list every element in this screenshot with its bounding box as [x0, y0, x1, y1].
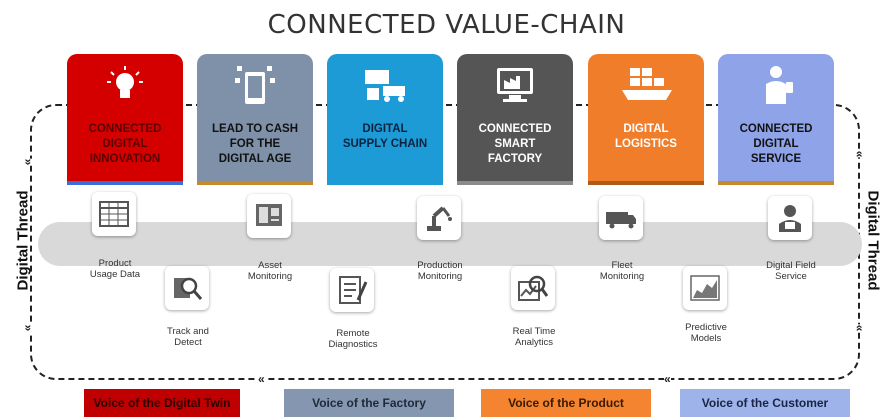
cargo-ship-icon [622, 68, 672, 100]
label-line: Digital Field [766, 260, 816, 271]
voice-of-the-factory: Voice of the Factory [284, 389, 454, 417]
track-and-detect-label: Track and Detect [143, 326, 233, 348]
label-line: Monitoring [247, 271, 293, 282]
pillar-line: DIGITAL [362, 123, 408, 135]
label-line: Product [98, 258, 132, 269]
service-person-icon [766, 66, 793, 104]
pillar-line: CONNECTED [739, 123, 813, 135]
pillar-line: DIGITAL [753, 138, 799, 150]
predictive-models-label: Predictive Models [661, 322, 751, 344]
digital-field-service-tile [768, 196, 812, 240]
pillar-line: LEAD TO CASH [211, 123, 299, 135]
remote-diagnostics-label: Remote Diagnostics [308, 328, 398, 350]
pillar-connected-digital-service: CONNECTED DIGITAL SERVICE [718, 54, 834, 185]
thread-arrow-down-icon: » [21, 324, 36, 332]
product-usage-data-label: Product Usage Data [70, 258, 160, 280]
factory-monitor-icon [497, 68, 533, 102]
real-time-analytics-label: Real Time Analytics [489, 326, 579, 348]
pillar-line: CONNECTED [478, 123, 552, 135]
voice-of-the-customer: Voice of the Customer [680, 389, 850, 417]
pillar-line: FOR THE [229, 138, 281, 150]
label-line: Diagnostics [328, 339, 378, 350]
label-line: Usage Data [89, 269, 141, 280]
asset-monitoring-label: Asset Monitoring [225, 260, 315, 282]
pillar-underline [718, 181, 834, 185]
label-line: Asset [258, 260, 282, 271]
product-usage-data-tile [92, 192, 136, 236]
pillar-line: DIGITAL AGE [218, 153, 292, 165]
pillar-underline [197, 181, 313, 185]
pillar-line: FACTORY [487, 153, 543, 165]
pillar-line: CONNECTED [88, 123, 162, 135]
predictive-models-tile [683, 266, 727, 310]
label-line: Monitoring [417, 271, 463, 282]
fleet-monitoring-tile [599, 196, 643, 240]
pillar-line: SMART [494, 138, 536, 150]
production-monitoring-label: Production Monitoring [395, 260, 485, 282]
lightbulb-icon [107, 66, 143, 98]
supply-chain-icon [365, 70, 405, 102]
pillar-line: LOGISTICS [615, 138, 677, 150]
pillar-underline [327, 181, 443, 185]
technician-icon [779, 205, 801, 232]
pillar-digital-supply-chain: DIGITAL SUPPLY CHAIN [327, 54, 443, 185]
checklist-icon [339, 276, 368, 304]
production-monitoring-tile [417, 196, 461, 240]
thread-arrow-left-icon: « [664, 372, 671, 386]
voice-of-the-digital-twin: Voice of the Digital Twin [84, 389, 240, 417]
label-line: Real Time [512, 326, 556, 337]
label-line: Remote [336, 328, 370, 339]
magnifier-icon [174, 277, 203, 300]
pillar-connected-smart-factory: CONNECTED SMART FACTORY [457, 54, 573, 185]
thread-arrow-down-icon: » [21, 158, 36, 166]
label-line: Fleet [611, 260, 633, 271]
analytics-icon [518, 275, 549, 301]
thread-arrow-up-icon: » [851, 150, 866, 158]
label-line: Production [417, 260, 463, 271]
real-time-analytics-tile [511, 266, 555, 310]
label-line: Track and [167, 326, 209, 337]
label-line: Predictive [685, 322, 727, 333]
line-chart-icon [690, 275, 720, 301]
digital-field-service-label: Digital Field Service [746, 260, 836, 282]
fleet-monitoring-label: Fleet Monitoring [577, 260, 667, 282]
remote-diagnostics-tile [330, 268, 374, 312]
digital-thread-label-left: Digital Thread [14, 190, 32, 291]
pillar-lead-to-cash: LEAD TO CASH FOR THE DIGITAL AGE [197, 54, 313, 185]
pillar-line: INNOVATION [89, 153, 161, 165]
thread-arrow-up-icon: » [851, 324, 866, 332]
pillar-line: SERVICE [750, 153, 802, 165]
label-line: Models [690, 333, 722, 344]
pillar-line: DIGITAL [102, 138, 148, 150]
truck-icon [606, 212, 636, 229]
track-and-detect-tile [165, 266, 209, 310]
label-line: Monitoring [599, 271, 645, 282]
pillar-underline [457, 181, 573, 185]
digital-thread-label-right: Digital Thread [864, 190, 882, 291]
label-line: Service [775, 271, 807, 282]
thread-arrow-left-icon: « [258, 372, 265, 386]
pillar-underline [588, 181, 704, 185]
asset-monitoring-tile [247, 194, 291, 238]
voice-of-the-product: Voice of the Product [481, 389, 651, 417]
capability-band-cap-right [818, 222, 862, 266]
pillar-line: DIGITAL [623, 123, 669, 135]
diagram-title: CONNECTED VALUE-CHAIN [267, 10, 626, 40]
pillar-underline [67, 181, 183, 185]
label-line: Analytics [514, 337, 553, 348]
pillar-line: SUPPLY CHAIN [342, 138, 428, 150]
pillar-digital-logistics: DIGITAL LOGISTICS [588, 54, 704, 185]
pillar-connected-digital-innovation: CONNECTED DIGITAL INNOVATION [67, 54, 183, 185]
robot-arm-icon [427, 206, 452, 231]
label-line: Detect [174, 337, 202, 348]
table-data-icon [99, 201, 129, 227]
mobile-app-icon [235, 66, 275, 104]
monitor-panel-icon [256, 204, 282, 226]
